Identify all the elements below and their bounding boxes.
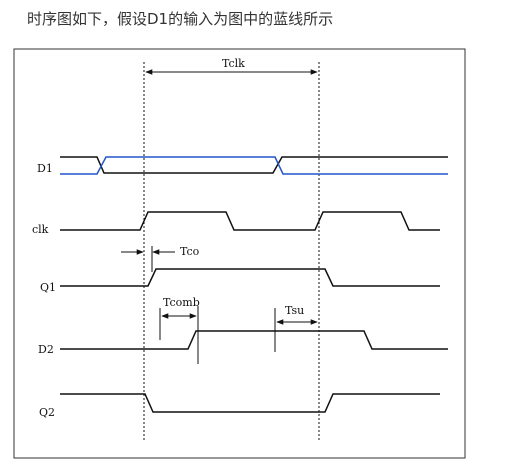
diagram-frame [13,48,466,459]
signal-label-q2: Q2 [39,406,55,419]
signal-label-d1: D1 [37,162,53,175]
signal-label-d2: D2 [38,343,54,356]
tcomb-label: Tcomb [163,296,200,309]
d2-trace [60,330,448,350]
d1-blue-trace [60,156,448,175]
caption-text: 时序图如下，假设D1的输入为图中的蓝线所示 [27,10,334,28]
signal-label-q1: Q1 [40,281,56,294]
tsu-label: Tsu [285,304,304,317]
d1-black-trace [60,156,448,174]
tco-label: Tco [180,245,200,258]
q1-trace [60,268,440,287]
clk-trace [60,211,440,231]
signal-label-clk: clk [32,223,49,236]
tclk-label: Tclk [222,57,245,70]
q2-trace [60,393,440,413]
